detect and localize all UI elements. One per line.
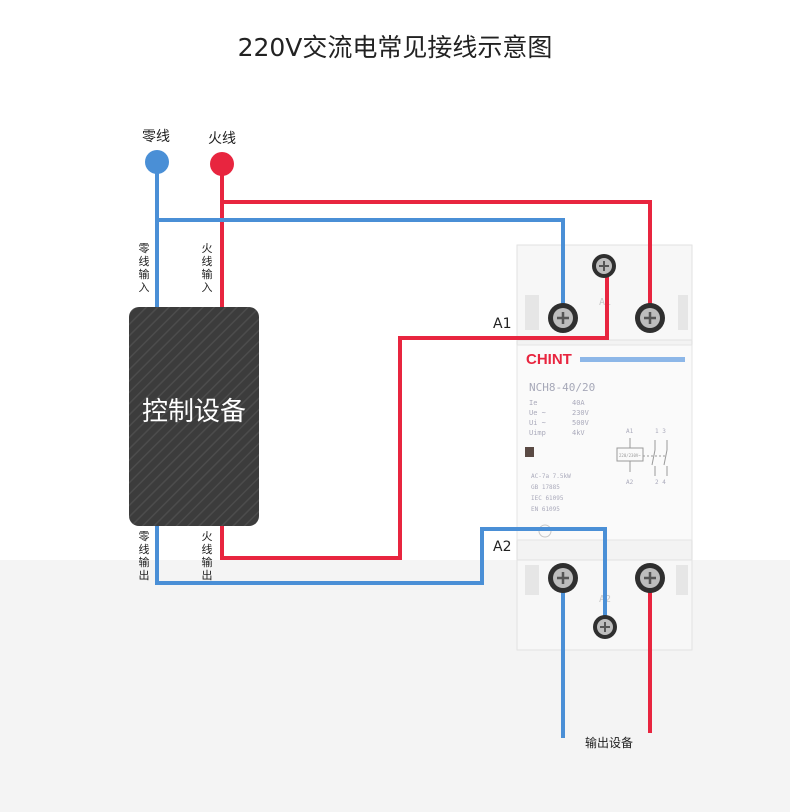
- wires: [155, 165, 652, 738]
- live-supply-wire: [220, 168, 652, 315]
- standard-item: IEC 61095: [531, 495, 564, 502]
- coil-a2-label: A2: [626, 479, 634, 486]
- neutral-terminal-label: 零线: [142, 129, 170, 145]
- brand-stripe: [580, 357, 685, 362]
- screw-neutral-out: [548, 563, 578, 593]
- neutral-supply-wire: [155, 165, 565, 315]
- contact-1-switch: [651, 449, 656, 466]
- bottom-slot-left: [525, 565, 539, 595]
- screw-coil-a2: [593, 615, 617, 639]
- top-slot-right: [678, 295, 688, 330]
- standard-item: EN 61095: [531, 506, 560, 513]
- coil-voltage-label: 220/230V~: [619, 453, 641, 458]
- indicator-window: [525, 447, 534, 457]
- standard-item: GB 17885: [531, 484, 560, 491]
- spec-list: Ie 40A Ue ~ 230V Ui ~ 500V Uimp 4kV: [529, 399, 590, 437]
- coil-a1-label: A1: [626, 428, 634, 435]
- model-label: NCH8-40/20: [529, 381, 595, 394]
- brand-logo: CHINT: [526, 351, 572, 368]
- contactor-front: [516, 344, 693, 541]
- contact-2-switch: [663, 449, 668, 466]
- pin-bottom-label: 2 4: [655, 479, 666, 486]
- top-slot-left: [525, 295, 539, 330]
- neutral-output-label: 零线输出: [139, 530, 150, 582]
- screw-live-out: [635, 563, 665, 593]
- page-title: 220V交流电常见接线示意图: [238, 33, 553, 62]
- neutral-terminal-dot: [145, 150, 169, 174]
- spec-key: Ue ~: [529, 409, 546, 417]
- spec-value: 500V: [572, 419, 590, 427]
- screws: [548, 254, 665, 639]
- spec-key: Ui ~: [529, 419, 546, 427]
- bottom-slot-right: [676, 565, 688, 595]
- control-device-box: [129, 307, 259, 526]
- screw-coil-a1: [592, 254, 616, 278]
- a2-label: A2: [493, 539, 511, 555]
- a1-label: A1: [493, 316, 511, 332]
- neutral-return-wire: [155, 525, 607, 625]
- control-device-label: 控制设备: [142, 397, 246, 427]
- live-terminal-dot: [210, 152, 234, 176]
- screw-live-in: [635, 303, 665, 333]
- spec-value: 230V: [572, 409, 590, 417]
- neutral-input-label: 零线输入: [139, 242, 150, 294]
- standard-item: AC-7a 7.5kW: [531, 473, 571, 480]
- output-device-label: 输出设备: [585, 735, 633, 750]
- pin-top-label: 1 3: [655, 428, 666, 435]
- live-control-wire: [220, 268, 609, 560]
- spec-value: 4kV: [572, 429, 585, 437]
- live-input-label: 火线输入: [202, 242, 213, 294]
- spec-value: 40A: [572, 399, 585, 407]
- spec-key: Ie: [529, 399, 537, 407]
- spec-key: Uimp: [529, 429, 546, 437]
- live-output-label: 火线输出: [202, 530, 213, 582]
- live-terminal-label: 火线: [208, 131, 236, 147]
- screw-neutral-in: [548, 303, 578, 333]
